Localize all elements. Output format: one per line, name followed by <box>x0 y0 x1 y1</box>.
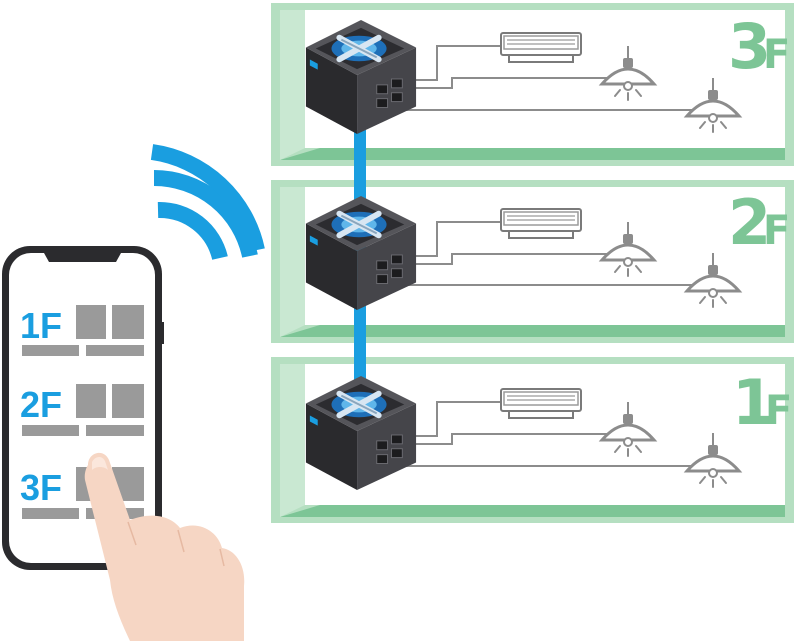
floor-3f-unit: F <box>763 32 790 78</box>
phone-item-label: 3F <box>20 467 62 508</box>
floor-1f-unit: F <box>765 388 792 434</box>
phone-item-2f[interactable]: 2F <box>20 384 144 436</box>
phone-screen-list: 1F 2F 3F <box>20 305 144 519</box>
phone-item-label: 1F <box>20 305 62 346</box>
phone-item-1f[interactable]: 1F <box>20 305 144 356</box>
hand-icon <box>84 452 245 641</box>
floor-3f-number: 3 <box>728 10 771 83</box>
floor-1f-number: 1 <box>732 366 775 439</box>
floor-2f-number: 2 <box>728 186 771 259</box>
phone-item-label: 2F <box>20 384 62 425</box>
wifi-icon <box>150 144 265 261</box>
floor-2f-unit: F <box>763 208 790 254</box>
